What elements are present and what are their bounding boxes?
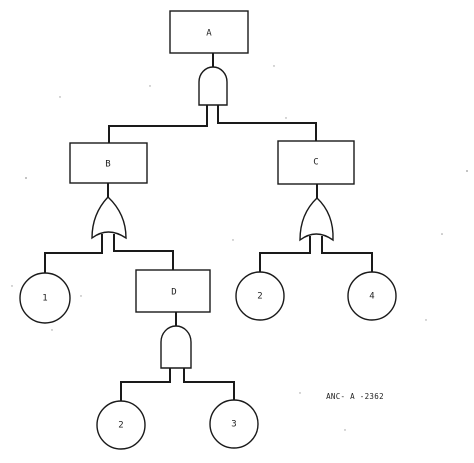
basic-event-1: 1	[19, 272, 71, 324]
basic-event-1-label: 1	[42, 294, 47, 304]
event-a-label: A	[206, 29, 212, 39]
basic-event-2-right-circle	[235, 271, 285, 321]
wire-gate-a-left	[108, 105, 208, 143]
event-c-box	[277, 140, 355, 185]
event-a-box	[169, 10, 249, 54]
event-b: B	[69, 142, 148, 184]
event-b-box	[69, 142, 148, 184]
event-c-label: C	[313, 158, 318, 168]
basic-event-2-bottom: 2	[96, 400, 146, 450]
and-gate-d-icon	[160, 325, 192, 369]
wire-gate-d-left	[120, 368, 171, 401]
event-c: C	[277, 140, 355, 185]
basic-event-2-bottom-circle	[96, 400, 146, 450]
scan-specks	[11, 65, 468, 431]
basic-event-4: 4	[347, 271, 397, 321]
basic-event-4-circle	[347, 271, 397, 321]
basic-event-4-label: 4	[369, 292, 374, 302]
basic-event-3-circle	[209, 399, 259, 449]
basic-event-2-right: 2	[235, 271, 285, 321]
wire-gate-b-right	[113, 234, 174, 270]
event-d-box	[135, 269, 211, 313]
basic-event-1-circle	[19, 272, 71, 324]
event-d: D	[135, 269, 211, 313]
basic-event-3-label: 3	[231, 420, 236, 430]
or-gate-c-icon	[299, 197, 334, 242]
basic-event-3: 3	[209, 399, 259, 449]
event-d-label: D	[171, 288, 176, 298]
figure-reference: ANC- A -2362	[326, 392, 384, 401]
wire-gate-d-right	[183, 368, 235, 400]
wire-gate-c-right	[321, 236, 373, 272]
wire-gate-b-left	[44, 234, 103, 273]
or-gate-b-icon	[91, 196, 127, 240]
event-a: A	[169, 10, 249, 54]
wire-gate-c-left	[259, 236, 311, 272]
and-gate-a-icon	[198, 66, 228, 106]
basic-event-2-bottom-label: 2	[118, 421, 123, 431]
basic-event-2-right-label: 2	[257, 292, 262, 302]
event-b-label: B	[105, 160, 110, 170]
wire-gate-a-right	[217, 105, 317, 141]
